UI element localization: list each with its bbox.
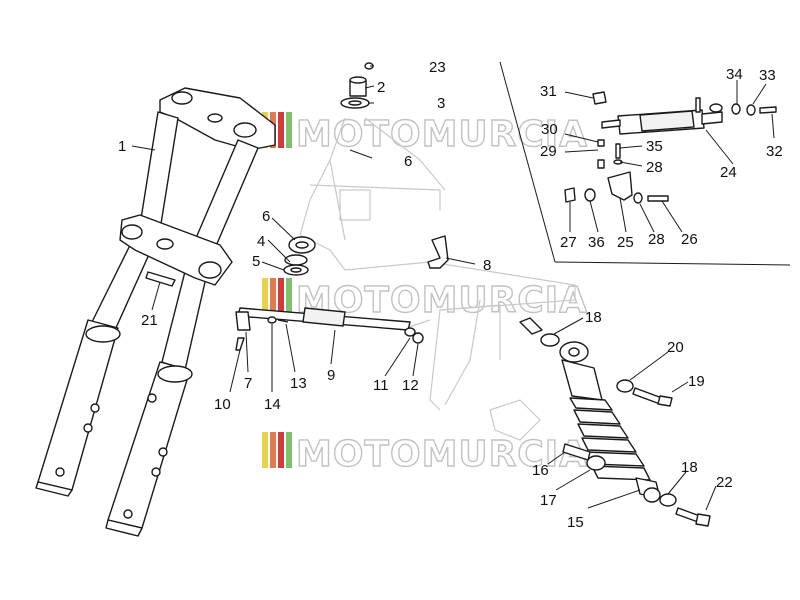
callout-8: 8 [483, 257, 491, 274]
callout-21: 21 [141, 312, 158, 329]
callout-28: 28 [646, 159, 663, 176]
callout-36: 36 [588, 234, 605, 251]
part-21-clip [145, 271, 176, 287]
callout-29: 29 [540, 143, 557, 160]
front-fork [35, 87, 276, 537]
callout-16: 16 [532, 462, 549, 479]
callout-6: 6 [404, 153, 412, 170]
callout-18: 18 [681, 459, 698, 476]
callout-26: 26 [681, 231, 698, 248]
callout-17: 17 [540, 492, 557, 509]
callout-15: 15 [567, 514, 584, 531]
callout-9: 9 [327, 367, 335, 384]
callout-3: 3 [437, 95, 445, 112]
callout-18: 18 [585, 309, 602, 326]
callout-31: 31 [540, 83, 557, 100]
callout-5: 5 [252, 253, 260, 270]
frame-ghost [299, 117, 576, 441]
rear-shock [519, 317, 711, 527]
callout-labels: 1 2 3 4 5 6 6 7 8 9 10 11 12 13 14 15 16… [118, 59, 783, 531]
callout-35: 35 [646, 138, 663, 155]
callout-2: 2 [377, 79, 385, 96]
watermark-text: MOTOMURCIA [296, 434, 588, 475]
part-8-bracket [427, 235, 449, 269]
callout-19: 19 [688, 373, 705, 390]
leader-lines [131, 65, 775, 511]
callout-25: 25 [617, 234, 634, 251]
watermark-bottom: MOTOMURCIA [262, 432, 588, 476]
callout-11: 11 [373, 377, 389, 394]
callout-7: 7 [244, 375, 252, 392]
callout-20: 20 [667, 339, 684, 356]
callout-10: 10 [214, 396, 231, 413]
callout-6: 6 [262, 208, 270, 225]
callout-34: 34 [726, 66, 743, 83]
steering-bearings [283, 76, 370, 276]
callout-24: 24 [720, 164, 737, 181]
callout-27: 27 [560, 234, 577, 251]
callout-13: 13 [290, 375, 307, 392]
callout-32: 32 [766, 143, 783, 160]
steering-damper [235, 307, 424, 351]
callout-4: 4 [257, 233, 265, 250]
callout-28: 28 [648, 231, 665, 248]
callout-23: 23 [429, 59, 446, 76]
callout-12: 12 [402, 377, 419, 394]
inset-border [499, 61, 791, 266]
callout-30: 30 [541, 121, 558, 138]
callout-14: 14 [264, 396, 281, 413]
callout-33: 33 [759, 67, 776, 84]
callout-1: 1 [118, 138, 126, 155]
callout-22: 22 [716, 474, 733, 491]
inset-damper-kit [564, 91, 777, 204]
